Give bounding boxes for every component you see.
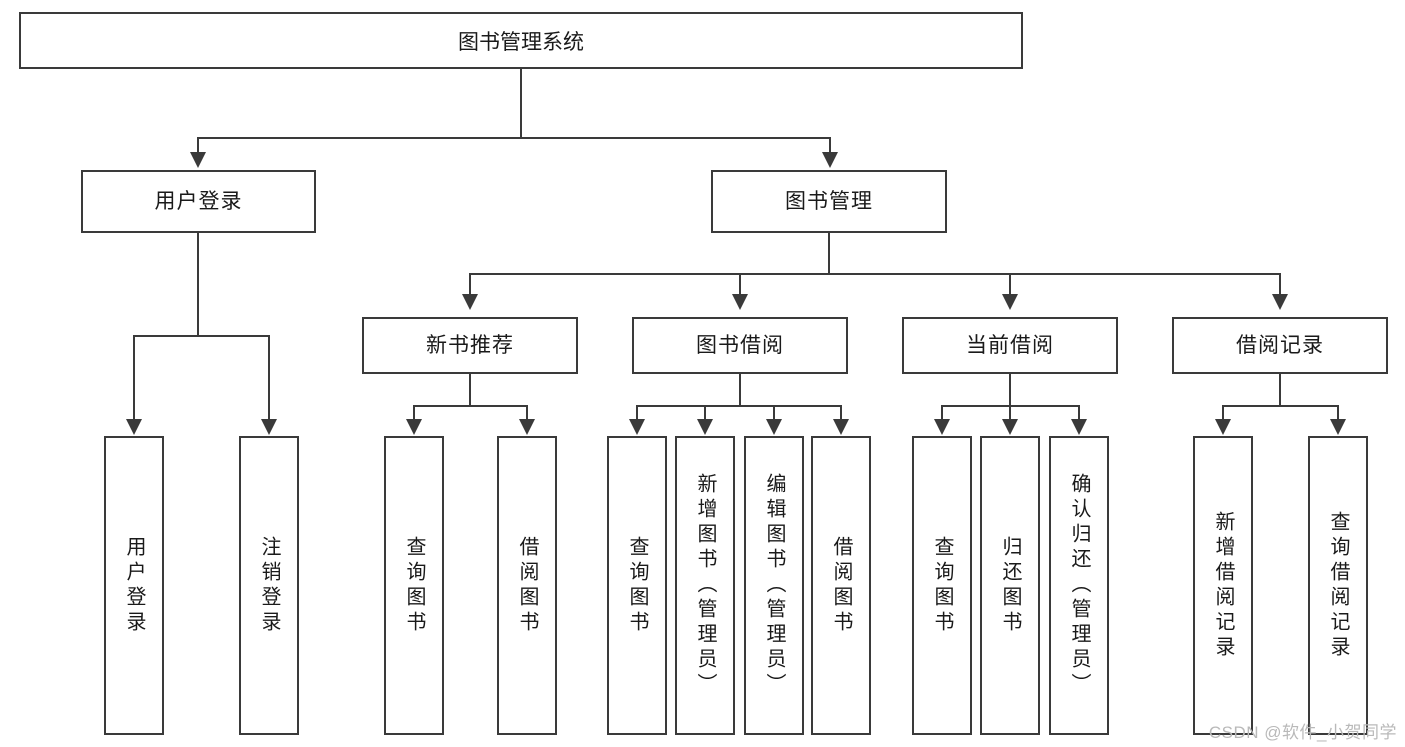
node-label: 新增图书（管理员） [694,473,716,698]
node-leaf-borrow-book-2[interactable]: 借阅图书 [811,436,871,735]
connector-user-login-bus [133,335,270,337]
arrowhead-leaf-logout-login [261,419,277,435]
connector-book-borrow-bus [636,405,842,407]
node-book-management[interactable]: 图书管理 [711,170,947,233]
arrowhead-leaf-add-book [697,419,713,435]
node-leaf-return-book[interactable]: 归还图书 [980,436,1040,735]
node-label: 新书推荐 [426,333,514,357]
node-label: 归还图书 [999,535,1021,636]
connector-cb-drop-2 [1009,405,1011,421]
node-label: 图书管理 [785,189,873,213]
node-leaf-edit-book[interactable]: 编辑图书（管理员） [744,436,804,735]
arrowhead-leaf-query-book-1 [406,419,422,435]
connector-to-user-login [197,137,199,154]
node-new-book-recommend[interactable]: 新书推荐 [362,317,578,374]
connector-cb-drop-1 [941,405,943,421]
node-leaf-add-record[interactable]: 新增借阅记录 [1193,436,1253,735]
node-leaf-user-login[interactable]: 用户登录 [104,436,164,735]
arrowhead-leaf-return-book [1002,419,1018,435]
connector-to-book-borrow [739,273,741,295]
connector-bb-drop-4 [840,405,842,421]
node-leaf-query-record[interactable]: 查询借阅记录 [1308,436,1368,735]
arrowhead-to-new-book-recommend [462,294,478,310]
connector-user-login-drop-2 [268,335,270,421]
arrowhead-leaf-borrow-book-2 [833,419,849,435]
connector-level2-bus [197,137,831,139]
node-user-login[interactable]: 用户登录 [81,170,316,233]
node-label: 查询图书 [931,535,953,636]
arrowhead-leaf-query-record [1330,419,1346,435]
arrowhead-leaf-add-record [1215,419,1231,435]
connector-bb-drop-2 [704,405,706,421]
node-label: 借阅记录 [1236,333,1324,357]
arrowhead-leaf-query-book-2 [629,419,645,435]
node-leaf-borrow-book-1[interactable]: 借阅图书 [497,436,557,735]
connector-book-management-stem [828,233,830,274]
connector-nbr-drop-1 [413,405,415,421]
node-leaf-logout-login[interactable]: 注销登录 [239,436,299,735]
connector-new-book-recommend-stem [469,374,471,407]
connector-cb-drop-3 [1078,405,1080,421]
node-book-borrow[interactable]: 图书借阅 [632,317,848,374]
arrowhead-leaf-query-book-3 [934,419,950,435]
connector-book-borrow-stem [739,374,741,407]
node-leaf-add-book[interactable]: 新增图书（管理员） [675,436,735,735]
node-leaf-confirm-return[interactable]: 确认归还（管理员） [1049,436,1109,735]
connector-borrow-record-bus [1222,405,1339,407]
arrowhead-to-current-borrow [1002,294,1018,310]
node-label: 查询借阅记录 [1327,510,1349,661]
arrowhead-to-user-login [190,152,206,168]
node-current-borrow[interactable]: 当前借阅 [902,317,1118,374]
node-leaf-query-book-3[interactable]: 查询图书 [912,436,972,735]
node-borrow-record[interactable]: 借阅记录 [1172,317,1388,374]
connector-br-drop-1 [1222,405,1224,421]
node-root-book-management-system[interactable]: 图书管理系统 [19,12,1023,69]
arrowhead-to-book-borrow [732,294,748,310]
node-label: 确认归还（管理员） [1068,473,1090,698]
node-label: 用户登录 [123,535,145,636]
connector-to-borrow-record [1279,273,1281,295]
node-label: 查询图书 [626,535,648,636]
connector-user-login-stem [197,233,199,336]
connector-bb-drop-3 [773,405,775,421]
node-label: 查询图书 [403,535,425,636]
node-label: 当前借阅 [966,333,1054,357]
node-label: 用户登录 [154,189,243,213]
node-label: 借阅图书 [830,535,852,636]
arrowhead-leaf-borrow-book-1 [519,419,535,435]
connector-level3-bus [469,273,1281,275]
node-leaf-query-book-2[interactable]: 查询图书 [607,436,667,735]
arrowhead-to-borrow-record [1272,294,1288,310]
connector-borrow-record-stem [1279,374,1281,407]
node-label: 借阅图书 [516,535,538,636]
node-label: 新增借阅记录 [1212,510,1234,661]
node-label: 注销登录 [258,535,280,636]
connector-to-current-borrow [1009,273,1011,295]
node-label: 图书借阅 [696,333,784,357]
arrowhead-leaf-confirm-return [1071,419,1087,435]
connector-to-new-book-recommend [469,273,471,295]
connector-new-book-recommend-bus [413,405,528,407]
node-leaf-query-book-1[interactable]: 查询图书 [384,436,444,735]
node-label: 编辑图书（管理员） [763,473,785,698]
node-label: 图书管理系统 [458,30,584,54]
connector-current-borrow-stem [1009,374,1011,407]
connector-user-login-drop-1 [133,335,135,421]
connector-bb-drop-1 [636,405,638,421]
connector-nbr-drop-2 [526,405,528,421]
arrowhead-leaf-user-login [126,419,142,435]
arrowhead-leaf-edit-book [766,419,782,435]
connector-br-drop-2 [1337,405,1339,421]
arrowhead-to-book-management [822,152,838,168]
connector-root-stem [520,69,522,138]
connector-to-book-management [829,137,831,154]
